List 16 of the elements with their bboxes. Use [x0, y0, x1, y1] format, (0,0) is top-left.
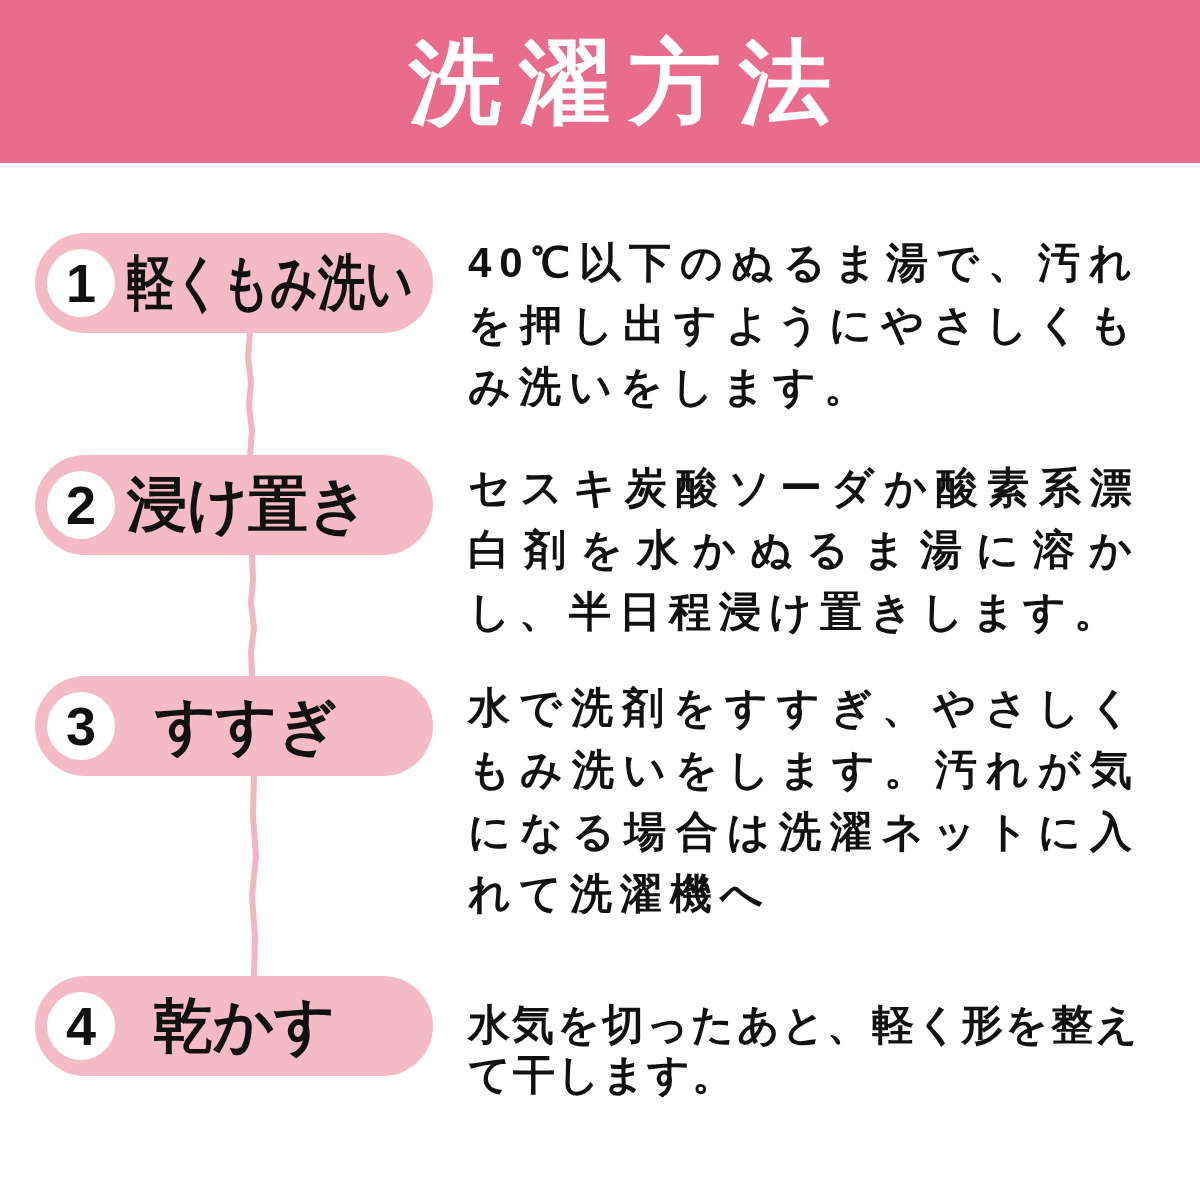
step-title: 浸け置き [127, 472, 369, 538]
number-circle: 1 [47, 249, 115, 317]
connector-line [249, 775, 259, 977]
number-circle: 2 [47, 471, 115, 539]
step-description: 水気を切ったあと、軽く形を整えて干します。 [468, 1000, 1140, 1100]
step-title: 軽くもみ洗い [127, 250, 413, 316]
connector-line [245, 332, 255, 456]
number-circle: 4 [47, 992, 115, 1060]
step-title: すすぎ [155, 693, 338, 759]
step-title: 乾かす [153, 993, 335, 1059]
step-description: セスキ炭酸ソーダか酸素系漂白剤を水かぬるま湯に溶かし、半日程浸け置きします。 [468, 463, 1140, 637]
title: 洗濯方法 [409, 30, 849, 134]
step-description: 40℃以下のぬるま湯で、汚れを押し出すようにやさしくもみ洗いをします。 [468, 238, 1140, 412]
number-circle: 3 [47, 692, 115, 760]
step-description: 水で洗剤をすすぎ、やさしくもみ洗いをします。汚れが気になる場合は洗濯ネットに入れて洗濯機へ [468, 683, 1140, 919]
connector-line [248, 554, 258, 677]
